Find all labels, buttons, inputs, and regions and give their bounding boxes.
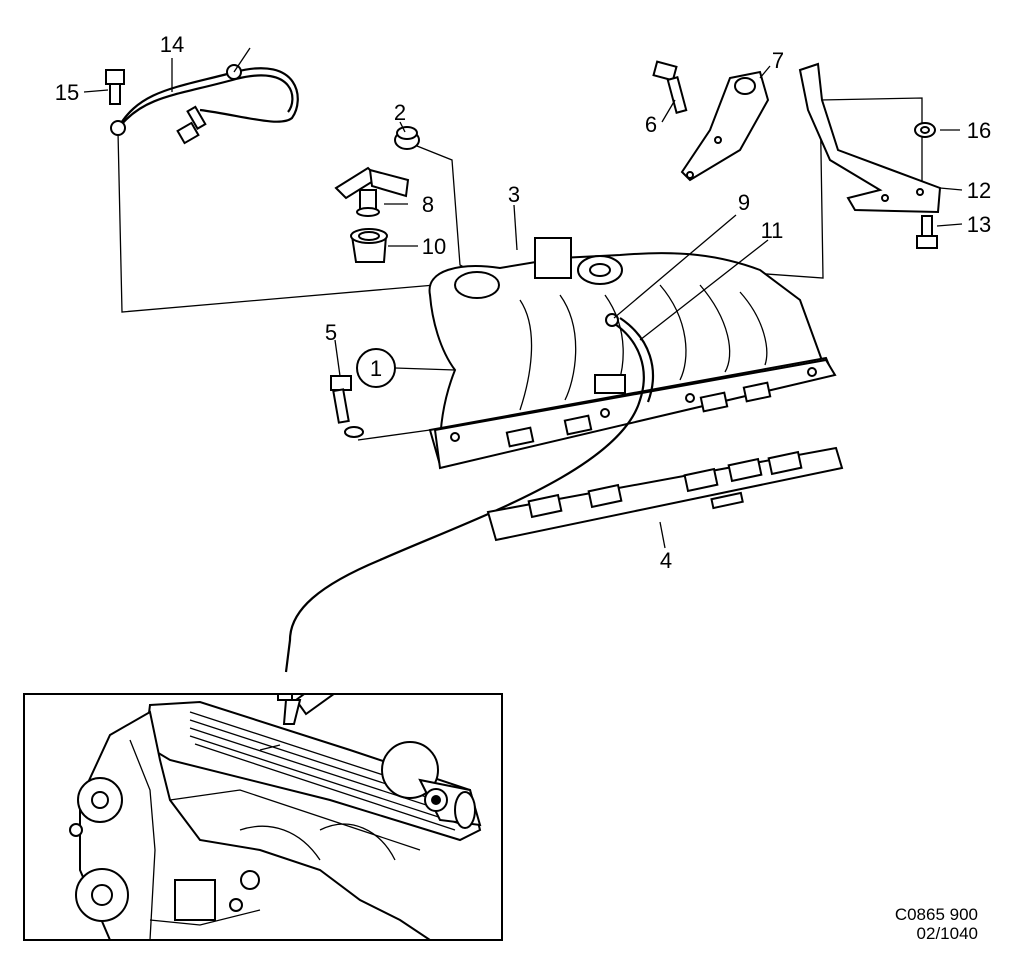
part-10-sleeve xyxy=(350,228,388,263)
cable-bolt xyxy=(176,105,207,145)
callouts: 1 2 3 4 5 6 7 8 9 10 11 12 13 14 15 16 xyxy=(55,32,991,573)
callout-1-circle xyxy=(356,348,396,388)
callout-9: 9 xyxy=(738,190,750,215)
callout-10: 10 xyxy=(422,234,446,259)
part-7-bracket xyxy=(680,70,770,182)
callout-14: 14 xyxy=(160,32,184,57)
engine-inset xyxy=(23,693,503,941)
reference-code: C0865 900 xyxy=(894,905,978,924)
callout-2: 2 xyxy=(394,100,406,125)
part-11-hose xyxy=(284,313,655,673)
part-16-washer xyxy=(914,122,936,138)
callout-1: 1 xyxy=(370,356,382,381)
part-12-bracket xyxy=(798,62,942,214)
callout-3: 3 xyxy=(508,182,520,207)
callout-16: 16 xyxy=(967,118,991,143)
callout-7: 7 xyxy=(772,48,784,73)
callout-leaders xyxy=(83,58,963,549)
callout-5: 5 xyxy=(325,320,337,345)
callout-15: 15 xyxy=(55,80,79,105)
part-2-cap xyxy=(394,126,420,150)
callout-11: 11 xyxy=(761,218,784,243)
reference-code-block: C0865 900 02/1040 xyxy=(895,905,978,943)
reference-date: 02/1040 xyxy=(916,924,978,943)
part-5-bolt xyxy=(330,375,364,438)
part-1-intake-manifold xyxy=(428,237,837,470)
part-6-bolt xyxy=(652,60,688,114)
callout-13: 13 xyxy=(967,212,991,237)
part-13-bolt xyxy=(916,215,938,249)
callout-4: 4 xyxy=(660,548,672,573)
part-8-fitting xyxy=(334,166,410,217)
part-4-gasket xyxy=(486,446,844,542)
callout-6: 6 xyxy=(645,112,657,137)
callout-8: 8 xyxy=(422,192,434,217)
part-14-cable xyxy=(110,47,299,136)
callout-12: 12 xyxy=(967,178,991,203)
part-15-bolt xyxy=(105,69,125,105)
